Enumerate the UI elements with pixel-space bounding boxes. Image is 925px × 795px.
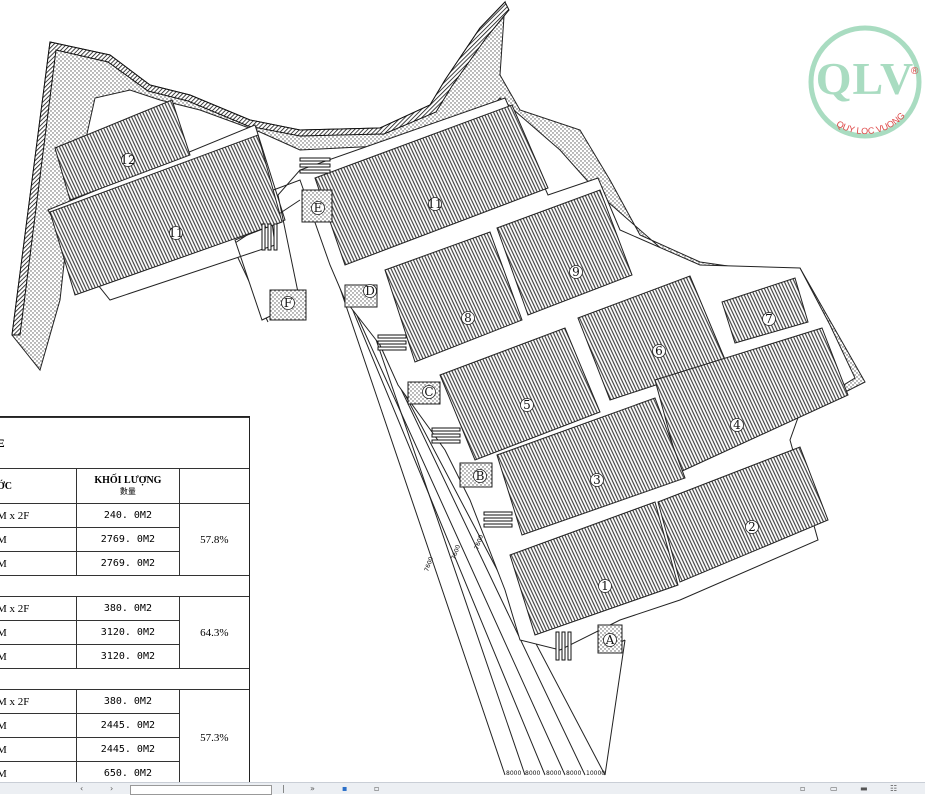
building-label-5: 5	[523, 398, 531, 412]
ratio-cell: 57.3%	[178, 689, 249, 783]
guard-label-F: F	[284, 296, 292, 310]
dimension-label: 10000	[586, 770, 605, 777]
dimension-label: 7600	[473, 534, 485, 551]
embankment-hatch	[11, 1, 510, 336]
logo-ring-icon: QUY LOC VUONG	[808, 25, 922, 139]
building-label-12: 12	[120, 153, 135, 167]
next-page-icon[interactable]: ›	[110, 784, 114, 793]
table-row: M 2769. 0M2	[0, 551, 249, 576]
svg-text:QUY LOC VUONG: QUY LOC VUONG	[835, 110, 907, 136]
logo-tagline: QUY LOC VUONG	[835, 110, 907, 136]
building-label-11-west: 11	[168, 226, 183, 240]
qlv-logo: QUY LOC VUONG QLV ®	[805, 22, 925, 142]
prev-page-icon[interactable]: ‹	[80, 784, 84, 793]
guard-label-A: A	[605, 633, 615, 647]
dimension-label: 7600	[423, 556, 435, 573]
col-header-ratio	[178, 468, 249, 504]
building-label-11-east: 11	[427, 197, 442, 211]
view-wide-icon[interactable]: ▬	[860, 784, 868, 793]
table-row: M 650. 0M2	[0, 761, 249, 783]
ratio-cell: 57.8%	[178, 503, 249, 576]
building-label-4: 4	[733, 418, 741, 432]
registered-mark: ®	[911, 66, 919, 77]
building-label-9: 9	[572, 265, 580, 279]
building-12	[54, 99, 191, 201]
dimension-label: 8000	[566, 770, 581, 777]
tool-icon[interactable]: ▫	[374, 784, 380, 793]
guard-house-F	[269, 289, 307, 321]
building-label-2: 2	[748, 520, 756, 534]
guard-house-A	[597, 624, 623, 654]
view-columns-icon[interactable]: ☷	[890, 784, 898, 793]
building-label-7: 7	[765, 312, 773, 326]
building-label-6: 6	[655, 344, 663, 358]
table-row: M 2769. 0M2	[0, 527, 249, 552]
first-page-icon[interactable]: |	[282, 784, 285, 793]
bookmark-icon[interactable]: ▪	[342, 784, 348, 793]
building-9	[496, 189, 633, 316]
page-input[interactable]	[130, 785, 272, 795]
guard-label-C: C	[424, 385, 433, 399]
table-row: M x 2F 240. 0M2 57.8%	[0, 503, 249, 576]
building-2	[657, 446, 829, 583]
guard-label-B: B	[476, 469, 485, 483]
building-11-west	[49, 134, 283, 296]
guard-label-D: D	[365, 284, 375, 298]
col-header-spec: ỚC	[0, 468, 78, 504]
building-8	[384, 231, 523, 363]
view-single-icon[interactable]: ▫	[800, 784, 806, 793]
building-label-1: 1	[601, 579, 609, 593]
table-row: M x 2F 380. 0M2 57.3%	[0, 689, 249, 783]
building-7	[721, 277, 809, 344]
dimension-label: 8000	[506, 770, 521, 777]
table-row: M 2445. 0M2	[0, 713, 249, 738]
building-5	[439, 327, 601, 461]
building-label-3: 3	[593, 473, 601, 487]
loading-docks	[261, 157, 572, 661]
table-title: Ξ	[0, 417, 249, 469]
building-label-8: 8	[464, 311, 472, 325]
view-grid-icon[interactable]: ▭	[830, 784, 838, 793]
table-row: M 3120. 0M2	[0, 620, 249, 645]
building-1	[509, 501, 679, 636]
buildings	[49, 99, 849, 636]
dimension-label: 8000	[546, 770, 561, 777]
table-row: M x 2F 380. 0M2 64.3%	[0, 596, 249, 669]
col-header-volume: KHỐI LƯỢNG 數量	[76, 468, 180, 504]
building-11-east	[314, 104, 549, 266]
building-3	[496, 397, 686, 536]
dimension-label: 7600	[450, 544, 462, 561]
ratio-cell: 64.3%	[178, 596, 249, 669]
last-page-icon[interactable]: »	[310, 784, 315, 793]
logo-text: QLV	[815, 53, 915, 104]
guard-label-E: E	[314, 201, 323, 215]
viewer-toolbar: ‹ › | » ▪ ▫ ▫ ▭ ▬ ☷	[0, 782, 925, 795]
area-statistics-table: Ξ ỚC KHỐI LƯỢNG 數量 M x 2F 240. 0M2 57.8%…	[0, 416, 250, 783]
dimension-label: 8000	[525, 770, 540, 777]
